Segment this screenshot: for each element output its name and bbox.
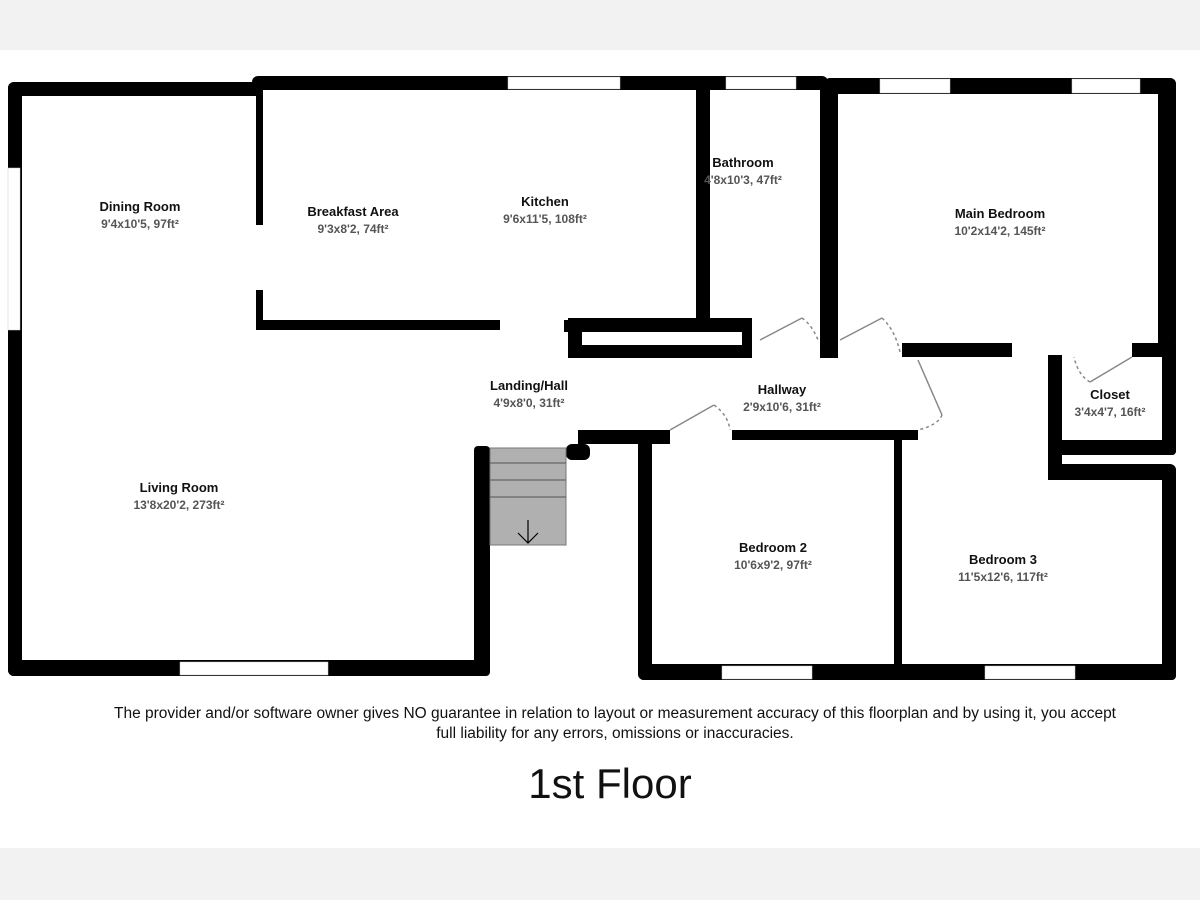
room-name: Living Room — [140, 480, 219, 495]
doors — [669, 317, 1133, 431]
top-band — [0, 0, 1200, 50]
room-dims: 2'9x10'6, 31ft² — [743, 400, 821, 414]
disclaimer-line-2: full liability for any errors, omissions… — [436, 725, 794, 742]
disclaimer: The provider and/or software owner gives… — [0, 704, 1200, 744]
walls — [8, 76, 1176, 680]
room-dims: 4'8x10'3, 47ft² — [704, 173, 782, 187]
room-dims: 9'3x8'2, 74ft² — [317, 222, 388, 236]
room-name: Landing/Hall — [490, 378, 568, 393]
bottom-band — [0, 848, 1200, 900]
room-labels: Dining Room 9'4x10'5, 97ft² Breakfast Ar… — [100, 155, 1146, 584]
floor-title: 1st Floor — [528, 760, 692, 807]
staircase — [489, 447, 567, 546]
room-name: Dining Room — [100, 199, 181, 214]
room-name: Closet — [1090, 387, 1130, 402]
room-dims: 13'8x20'2, 273ft² — [133, 498, 224, 512]
room-name: Kitchen — [521, 194, 569, 209]
windows — [7, 76, 1141, 680]
room-dims: 3'4x4'7, 16ft² — [1074, 405, 1145, 419]
disclaimer-line-1: The provider and/or software owner gives… — [113, 705, 1116, 722]
stair-down-arrow-icon — [517, 520, 539, 544]
room-dims: 4'9x8'0, 31ft² — [493, 396, 564, 410]
room-dims: 9'6x11'5, 108ft² — [503, 212, 587, 226]
room-dims: 9'4x10'5, 97ft² — [101, 217, 179, 231]
room-name: Bedroom 2 — [739, 540, 807, 555]
room-name: Breakfast Area — [307, 204, 399, 219]
room-name: Bedroom 3 — [969, 552, 1037, 567]
room-name: Bathroom — [712, 155, 773, 170]
room-dims: 11'5x12'6, 117ft² — [958, 570, 1048, 584]
room-dims: 10'2x14'2, 145ft² — [954, 224, 1045, 238]
room-dims: 10'6x9'2, 97ft² — [734, 558, 812, 572]
room-name: Hallway — [758, 382, 807, 397]
room-name: Main Bedroom — [955, 206, 1045, 221]
